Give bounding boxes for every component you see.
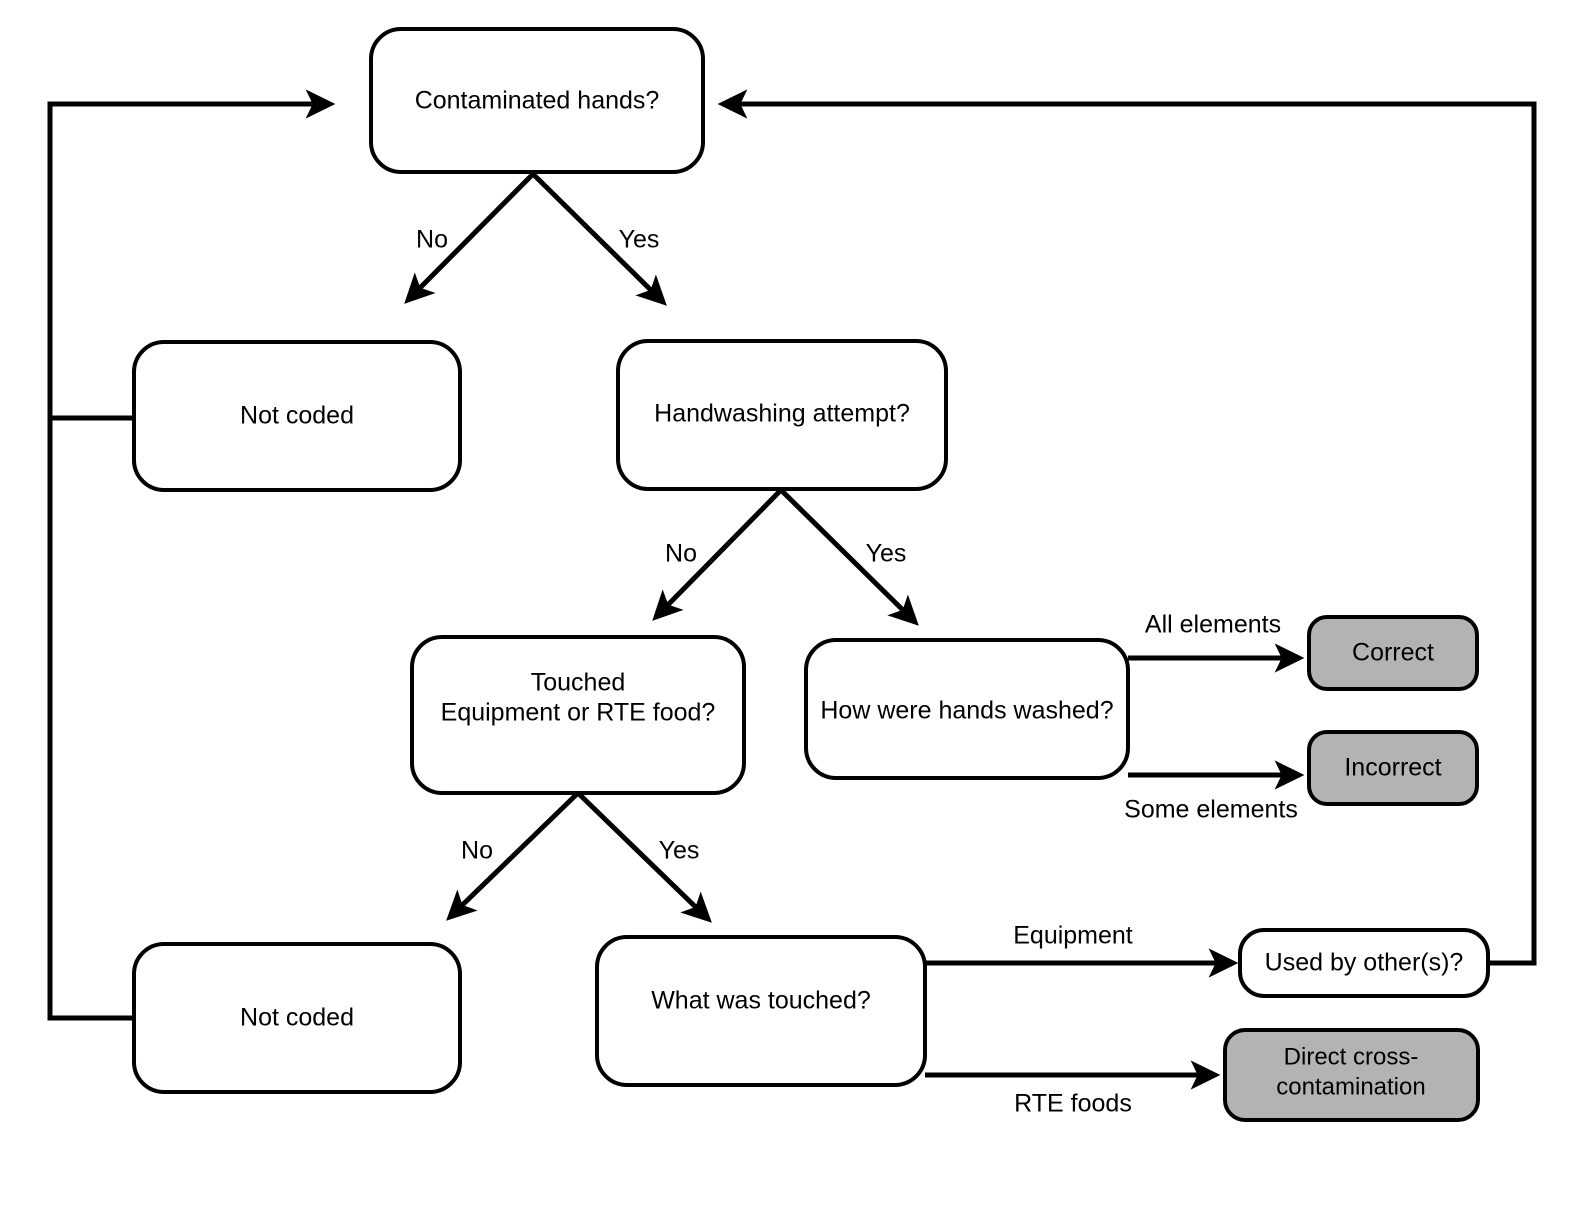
- edge-label-all-elements: All elements: [1145, 611, 1281, 639]
- edge-label-touched-yes: Yes: [659, 837, 700, 865]
- node-label-used-by-others: Used by other(s)?: [1265, 949, 1464, 977]
- edge-touched-equipment-yes: [576, 791, 712, 923]
- node-label-correct: Correct: [1352, 639, 1434, 667]
- node-box-not-coded-bottom[interactable]: [132, 942, 462, 1094]
- node-correct[interactable]: Correct: [1307, 615, 1479, 691]
- node-label-incorrect: Incorrect: [1344, 754, 1441, 782]
- edge-group-feedback: [47, 89, 1537, 1021]
- edge-label-hands-yes: Yes: [619, 226, 660, 254]
- node-contaminated-hands[interactable]: Contaminated hands?: [369, 27, 705, 174]
- edge-label-some-elements: Some elements: [1124, 796, 1298, 824]
- edge-label-hands-no: No: [416, 226, 448, 254]
- edge-not-coded-top-to-contaminated-hands: [47, 89, 336, 421]
- node-box-direct-cross-contamination[interactable]: [1223, 1028, 1480, 1122]
- node-label-contaminated-hands: Contaminated hands?: [415, 87, 660, 115]
- node-box-touched-equipment-rte[interactable]: [410, 635, 746, 795]
- node-box-how-hands-washed[interactable]: [804, 638, 1130, 780]
- node-incorrect[interactable]: Incorrect: [1307, 730, 1479, 806]
- edge-label-equipment: Equipment: [1013, 922, 1133, 950]
- node-not-coded-top[interactable]: Not coded: [132, 340, 462, 492]
- node-box-what-was-touched[interactable]: [595, 935, 927, 1087]
- edge-label-wash-yes: Yes: [866, 540, 907, 568]
- node-label-touched-equipment-rte-line2: Equipment or RTE food?: [441, 699, 716, 727]
- node-touched-equipment-rte[interactable]: Touched Equipment or RTE food?: [410, 635, 746, 795]
- edge-label-touched-no: No: [461, 837, 493, 865]
- edge-contaminated-hands-no: [404, 172, 535, 304]
- node-box-incorrect[interactable]: [1307, 730, 1479, 806]
- edge-touched-equipment-no: [446, 791, 580, 921]
- node-used-by-others[interactable]: Used by other(s)?: [1238, 928, 1490, 998]
- node-label-not-coded-bottom: Not coded: [240, 1004, 354, 1032]
- edge-contaminated-hands-yes: [531, 172, 667, 306]
- node-box-handwashing-attempt[interactable]: [616, 339, 948, 491]
- edge-label-wash-no: No: [665, 540, 697, 568]
- node-direct-cross-contamination[interactable]: Direct cross- contamination: [1223, 1028, 1480, 1122]
- node-label-handwashing-attempt: Handwashing attempt?: [654, 400, 910, 428]
- node-label-direct-cross-contamination-line2: contamination: [1276, 1073, 1425, 1100]
- node-handwashing-attempt[interactable]: Handwashing attempt?: [616, 339, 948, 491]
- edge-group-branches: [404, 172, 1305, 1090]
- edge-label-group: No Yes No Yes No Yes All elements Some e…: [416, 226, 1298, 1118]
- edge-label-rte-foods: RTE foods: [1014, 1090, 1132, 1118]
- edge-used-by-others-to-contaminated-hands: [717, 89, 1537, 966]
- node-not-coded-bottom[interactable]: Not coded: [132, 942, 462, 1094]
- node-box-contaminated-hands[interactable]: [369, 27, 705, 174]
- node-box-used-by-others[interactable]: [1238, 928, 1490, 998]
- node-what-was-touched[interactable]: What was touched?: [595, 935, 927, 1087]
- node-label-not-coded-top: Not coded: [240, 402, 354, 430]
- node-box-not-coded-top[interactable]: [132, 340, 462, 492]
- node-label-how-hands-washed: How were hands washed?: [820, 697, 1113, 725]
- node-label-touched-equipment-rte-line1: Touched: [531, 669, 626, 697]
- edge-handwashing-attempt-no: [652, 488, 783, 621]
- node-how-hands-washed[interactable]: How were hands washed?: [804, 638, 1130, 780]
- node-box-correct[interactable]: [1307, 615, 1479, 691]
- node-label-direct-cross-contamination-line1: Direct cross-: [1284, 1043, 1419, 1070]
- node-label-what-was-touched: What was touched?: [651, 987, 871, 1015]
- edge-handwashing-attempt-yes: [779, 488, 919, 626]
- edge-not-coded-bottom-to-contaminated-hands: [47, 418, 134, 1021]
